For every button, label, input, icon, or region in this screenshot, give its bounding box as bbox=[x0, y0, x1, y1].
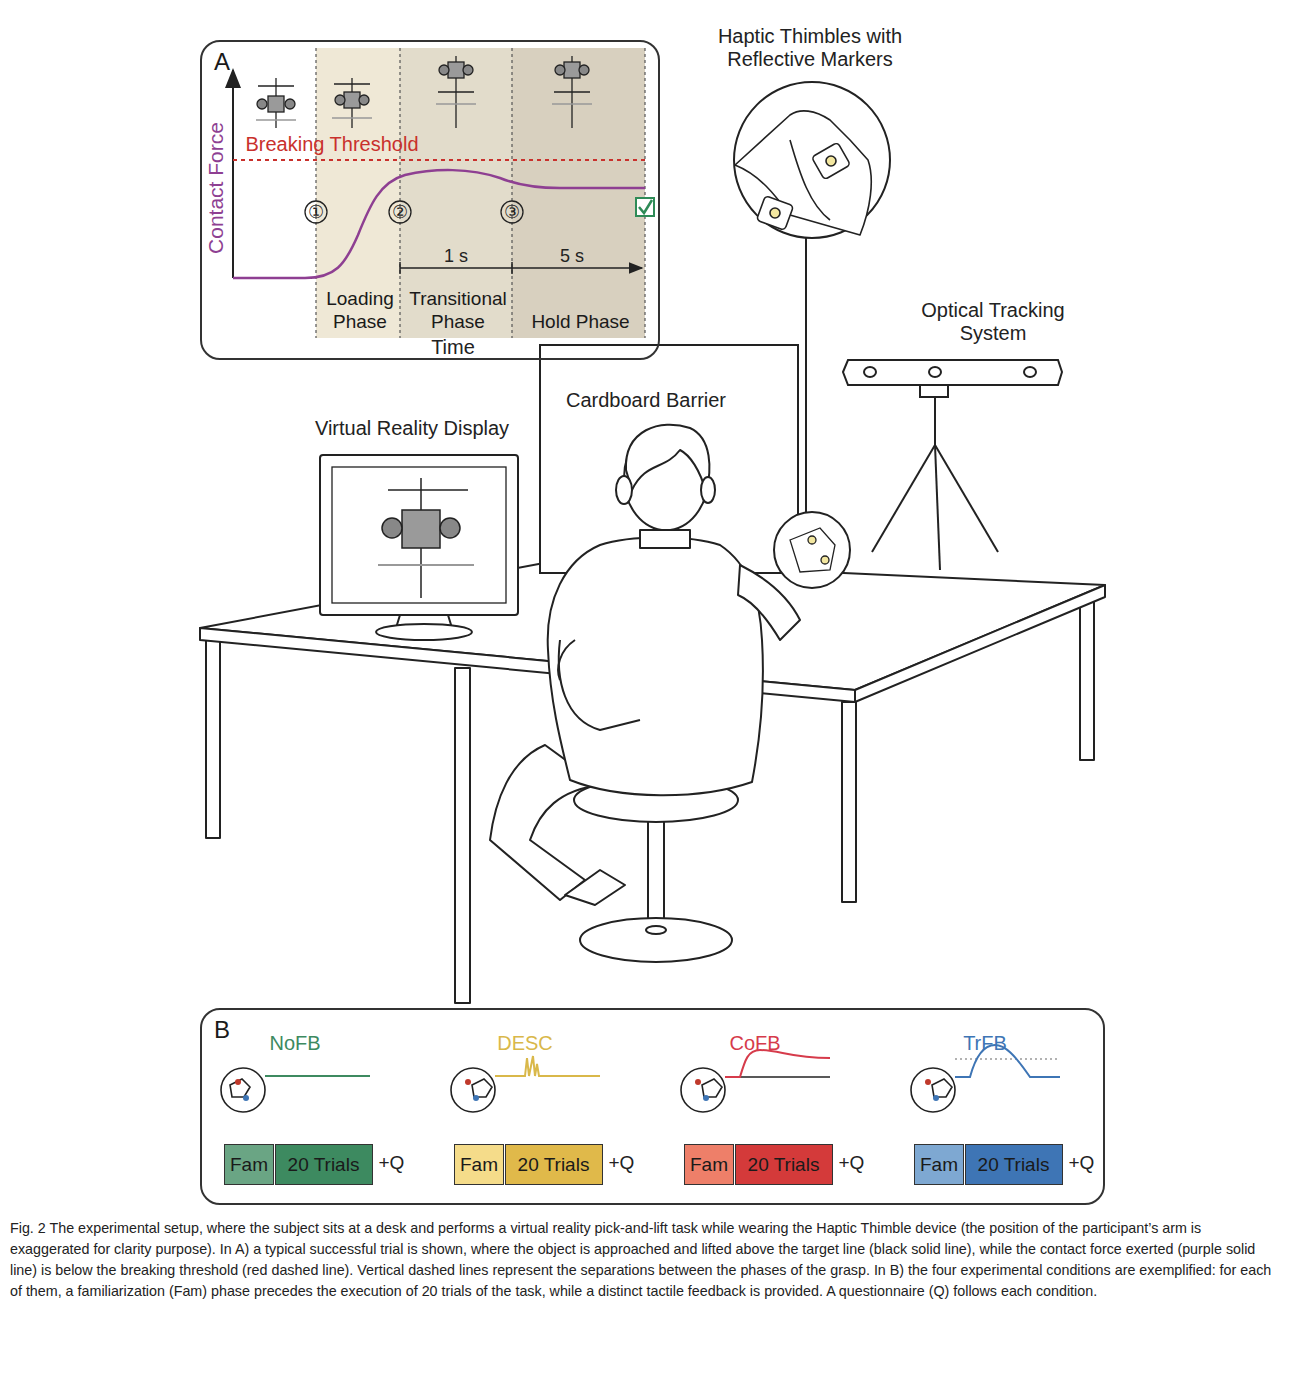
condition-text: Fam bbox=[690, 1154, 728, 1176]
condition-block: 20 Trials bbox=[965, 1144, 1063, 1185]
condition-name: NoFB bbox=[269, 1032, 320, 1055]
condition-block: Fam bbox=[914, 1144, 964, 1185]
device-label: Haptic Thimbles with Reflective Markers bbox=[685, 25, 935, 71]
phase-band: Loading Phase bbox=[318, 50, 402, 340]
condition-name: CoFB bbox=[729, 1032, 780, 1055]
condition-block: 20 Trials bbox=[275, 1144, 373, 1185]
callout-number: ② bbox=[392, 202, 408, 223]
panel-letter: B bbox=[214, 1016, 230, 1044]
condition-text: 20 Trials bbox=[288, 1154, 360, 1176]
condition-text: 20 Trials bbox=[518, 1154, 590, 1176]
condition-block: 20 Trials bbox=[505, 1144, 603, 1185]
condition-block: Fam bbox=[454, 1144, 504, 1185]
panel-letter: A bbox=[214, 48, 230, 76]
condition-name: TrFB bbox=[963, 1032, 1007, 1055]
phase-name: Loading Phase bbox=[318, 288, 402, 334]
condition-text: Fam bbox=[460, 1154, 498, 1176]
questionnaire-mark: +Q bbox=[839, 1152, 865, 1174]
condition-text: Fam bbox=[230, 1154, 268, 1176]
questionnaire-mark: +Q bbox=[1069, 1152, 1095, 1174]
phase-name: Hold Phase bbox=[514, 311, 647, 334]
axis-label: Time bbox=[431, 336, 475, 359]
condition-name: DESC bbox=[497, 1032, 553, 1055]
questionnaire-mark: +Q bbox=[609, 1152, 635, 1174]
condition-block: Fam bbox=[684, 1144, 734, 1185]
callout-number: ① bbox=[308, 202, 324, 223]
device-label: Optical Tracking System bbox=[903, 299, 1083, 345]
condition-text: Fam bbox=[920, 1154, 958, 1176]
condition-text: 20 Trials bbox=[748, 1154, 820, 1176]
phase-name: Transitional Phase bbox=[402, 288, 514, 334]
figure-caption: Fig. 2 The experimental setup, where the… bbox=[10, 1218, 1282, 1302]
phase-band: Hold Phase bbox=[514, 50, 647, 340]
device-label: Virtual Reality Display bbox=[315, 417, 509, 440]
threshold-label: Breaking Threshold bbox=[245, 133, 418, 156]
condition-text: 20 Trials bbox=[978, 1154, 1050, 1176]
axis-label: Contact Force bbox=[204, 122, 228, 254]
questionnaire-mark: +Q bbox=[379, 1152, 405, 1174]
phase-band: Transitional Phase bbox=[402, 50, 514, 340]
duration-label: 5 s bbox=[560, 246, 584, 267]
panel-frame: A Loading PhaseTransitional PhaseHold Pha… bbox=[200, 40, 660, 360]
device-label: Cardboard Barrier bbox=[566, 389, 726, 412]
callout-number: ③ bbox=[504, 202, 520, 223]
condition-block: Fam bbox=[224, 1144, 274, 1185]
duration-label: 1 s bbox=[444, 246, 468, 267]
condition-block: 20 Trials bbox=[735, 1144, 833, 1185]
